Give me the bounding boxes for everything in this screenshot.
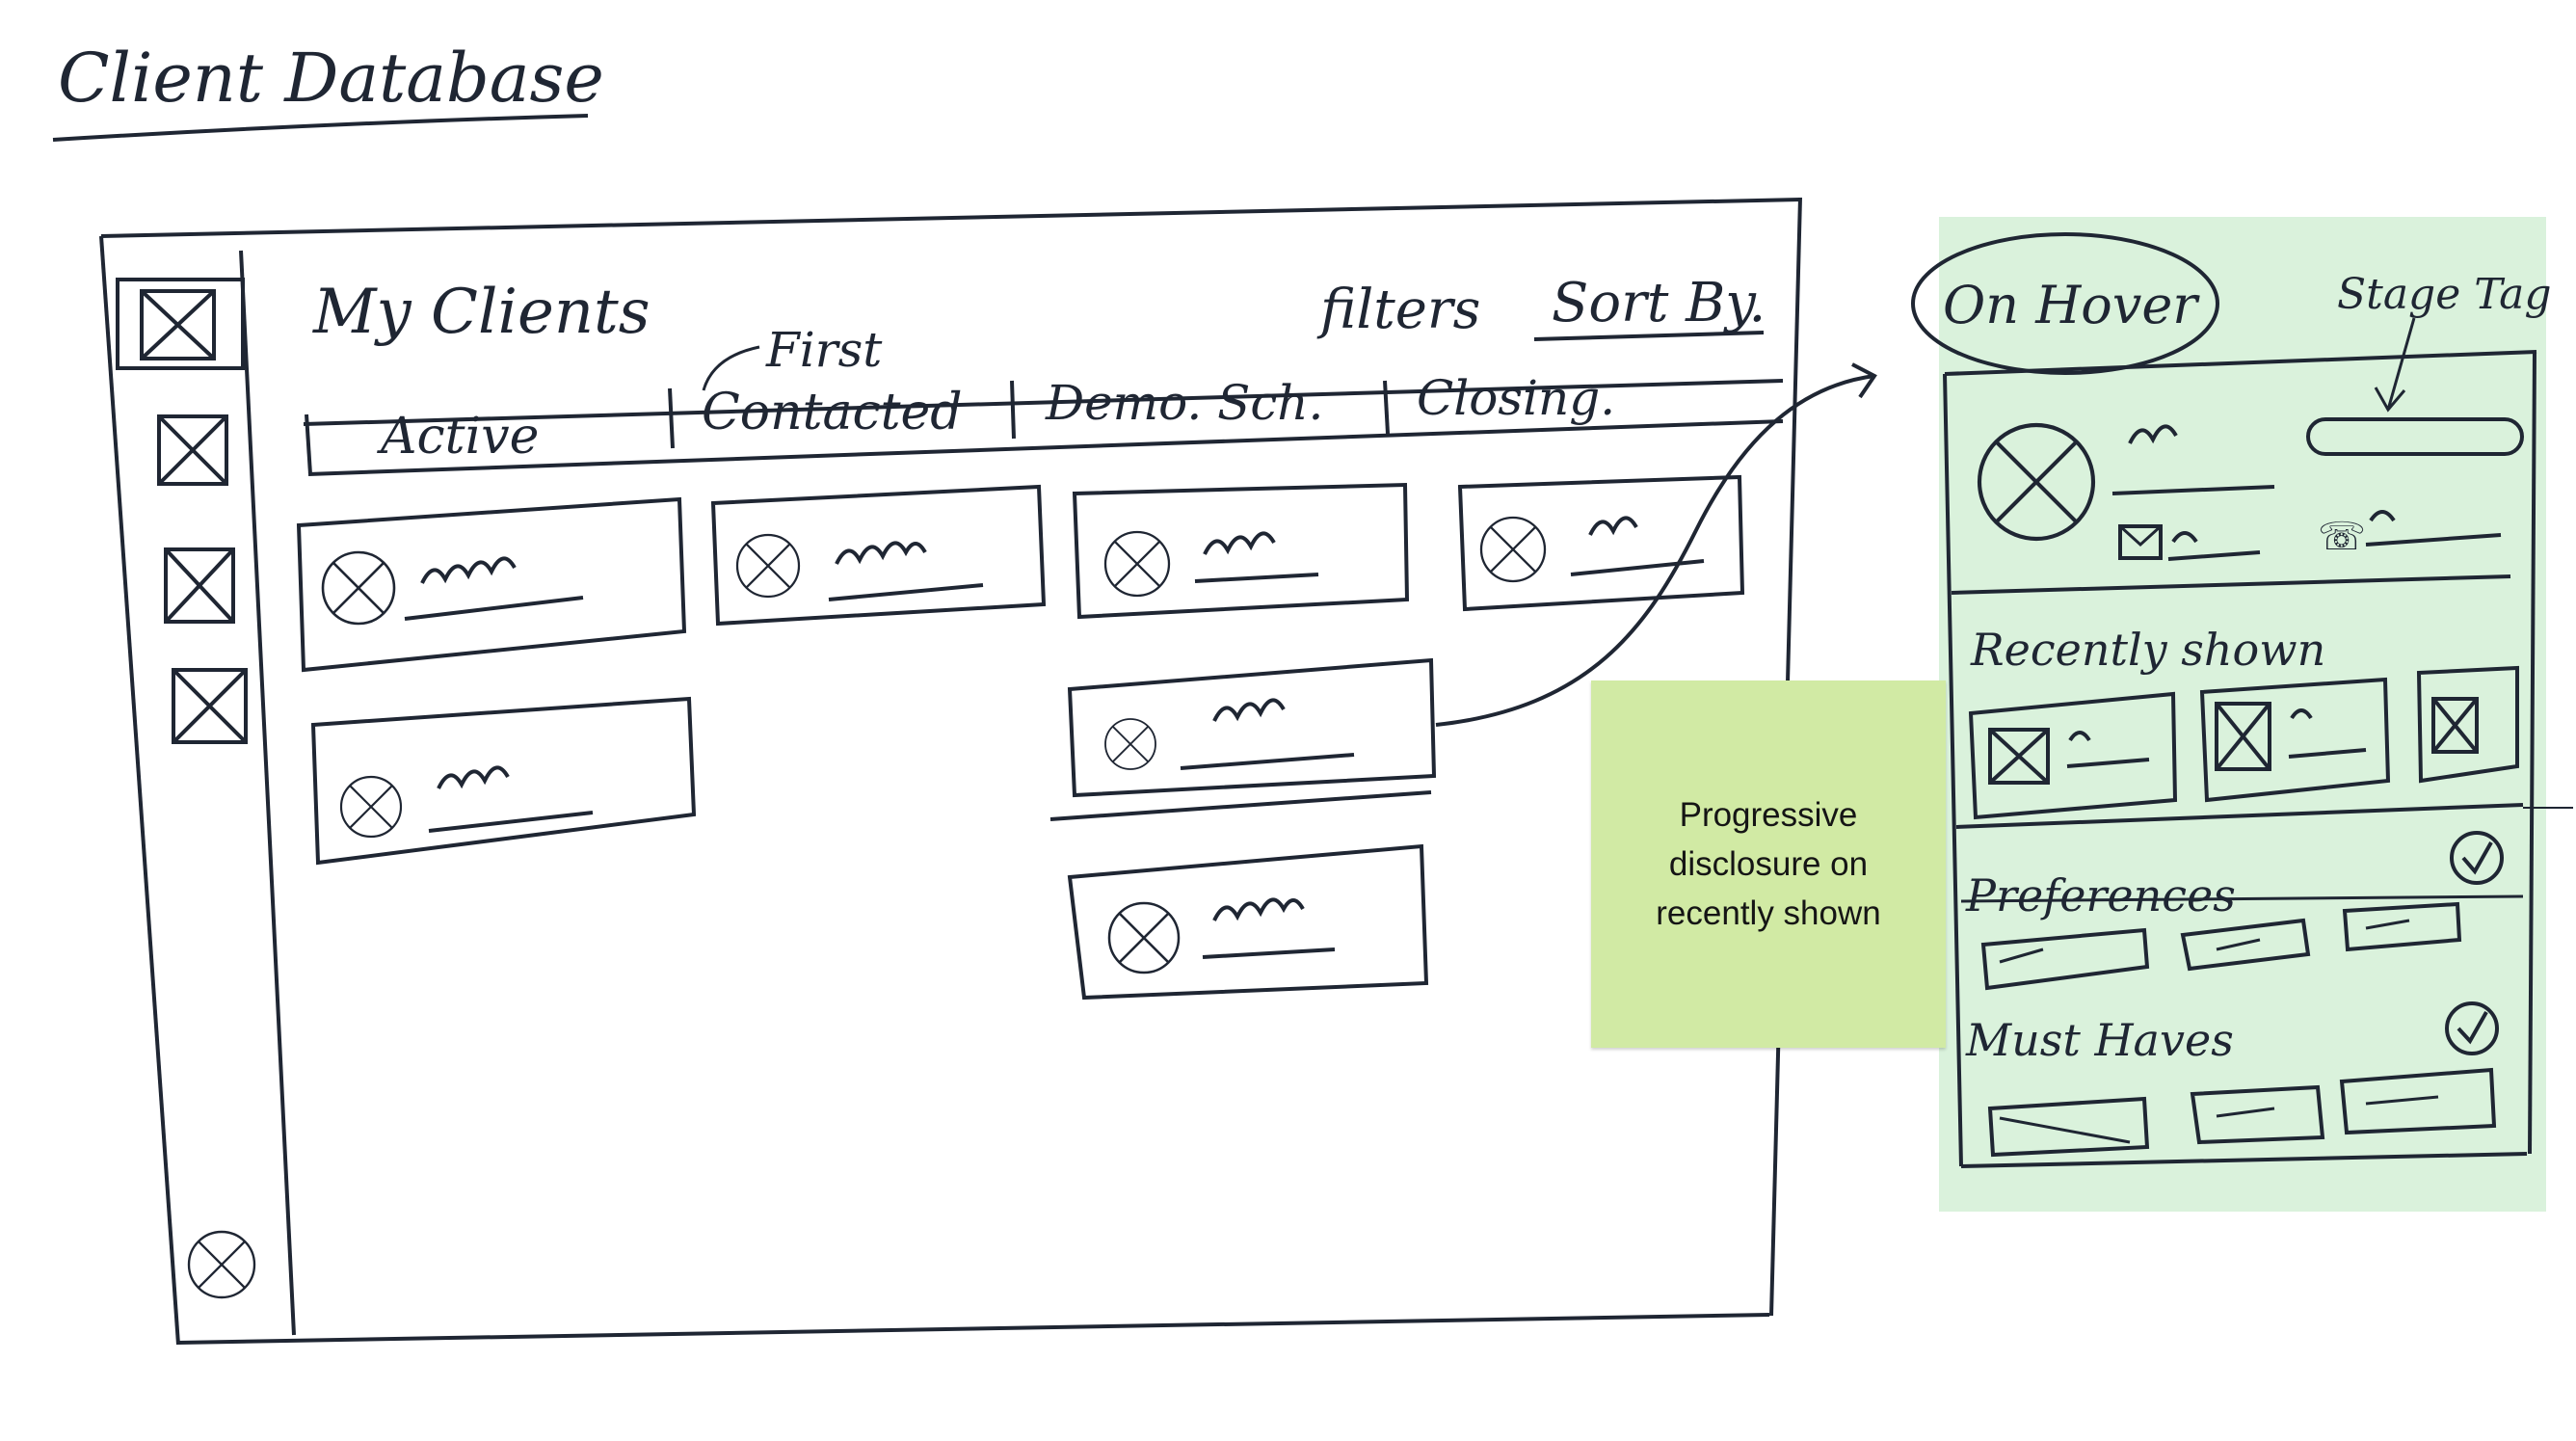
preferences-heading: Preferences [1965, 869, 2236, 921]
preference-chip[interactable] [2180, 918, 2311, 972]
profile-icon[interactable] [187, 1230, 256, 1299]
avatar-icon [735, 533, 801, 599]
tab-demo-scheduled[interactable]: Demo. Sch. [1045, 375, 1323, 431]
sidebar-item-3[interactable] [164, 547, 235, 624]
tab-first-contacted[interactable]: Contacted [702, 384, 963, 441]
client-card[interactable] [1457, 474, 1745, 612]
annotation-arrow [702, 345, 760, 391]
tab-active[interactable]: Active [377, 408, 539, 466]
avatar-icon [321, 550, 396, 626]
sort-underline [1533, 331, 1765, 341]
phone-icon: ☏ [2318, 515, 2366, 559]
recent-property-card[interactable] [2199, 677, 2391, 803]
client-card[interactable] [1072, 482, 1410, 620]
avatar-icon [1479, 516, 1547, 583]
hover-connector-arrow [1435, 374, 1875, 727]
page-title: Client Database [58, 39, 604, 118]
preference-chip[interactable] [2342, 901, 2462, 952]
sticky-note: Progressive disclosure on recently shown [1591, 680, 1946, 1048]
recent-property-card[interactable] [1968, 691, 2178, 820]
sidebar-item-4[interactable] [172, 668, 248, 744]
tab-closing[interactable]: Closing. [1417, 370, 1615, 426]
must-have-chip[interactable] [2339, 1067, 2497, 1135]
hover-panel-frame [1943, 350, 2537, 1168]
filters-button[interactable]: filters [1316, 279, 1480, 341]
avatar-icon [1103, 530, 1171, 598]
on-hover-label: On Hover [1943, 275, 2200, 335]
client-card[interactable] [1049, 657, 1437, 821]
client-card[interactable] [1067, 843, 1429, 1001]
tab-bar [303, 379, 1784, 476]
avatar-icon [1104, 718, 1156, 770]
sidebar [116, 278, 256, 1299]
arrow-head [1851, 362, 1877, 399]
stage-tag-note: Stage Tag [2337, 270, 2552, 319]
sort-by-button[interactable]: Sort By. [1552, 272, 1766, 334]
avatar-icon [1107, 901, 1181, 974]
recently-shown-heading: Recently shown [1970, 624, 2325, 676]
preference-chip[interactable] [1980, 927, 2150, 991]
client-card[interactable] [310, 696, 697, 866]
sidebar-item-1[interactable] [116, 278, 245, 370]
stage-tag-pill [2306, 417, 2524, 456]
sticky-note-text: Progressive disclosure on recently shown [1656, 796, 1881, 932]
client-card[interactable] [710, 484, 1047, 627]
client-card[interactable] [296, 496, 687, 673]
avatar-icon [339, 775, 403, 839]
title-underline [52, 114, 589, 142]
must-haves-check-icon[interactable] [2445, 1001, 2499, 1055]
preferences-check-icon[interactable] [2450, 831, 2504, 885]
must-have-chip[interactable] [2190, 1084, 2325, 1145]
tab-first-annotation: First [765, 322, 883, 378]
recent-property-card[interactable] [2416, 665, 2519, 784]
must-haves-heading: Must Haves [1965, 1014, 2234, 1066]
screen-frame [99, 197, 1802, 1346]
sidebar-item-2[interactable] [157, 414, 228, 486]
email-icon [2118, 524, 2163, 560]
must-have-chip[interactable] [1987, 1096, 2150, 1158]
stage-tag-arrow [2374, 317, 2416, 413]
screen-heading: My Clients [312, 277, 651, 348]
on-hover-callout [1911, 232, 2219, 375]
